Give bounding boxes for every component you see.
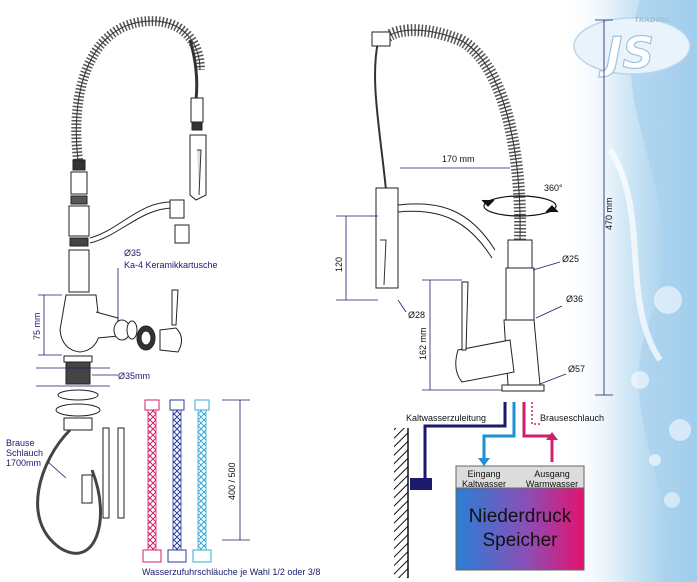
hose-length-label: 1700mm	[6, 458, 41, 468]
outlet-label-2: Warmwasser	[526, 479, 578, 489]
base-diameter-label: Ø35mm	[118, 371, 150, 381]
diameter-28-label: Ø28	[408, 310, 425, 320]
outlet-label-1: Ausgang	[534, 469, 570, 479]
supply-hose-caption: Wasserzufuhrschläuche je Wahl 1/2 oder 3…	[142, 567, 320, 577]
diameter-57-label: Ø57	[568, 364, 585, 374]
supply-hose-length-label: 400 / 500	[227, 462, 237, 500]
hose-label-line-2: Schlauch	[6, 448, 43, 458]
cartridge-type-label: Ka-4 Keramikkartusche	[124, 260, 218, 270]
cartridge-diameter-label: Ø35	[124, 248, 141, 258]
height-120-label: 120	[334, 257, 344, 272]
supply-hose-pink	[147, 409, 157, 551]
cold-feed-label: Kaltwasserzuleitung	[406, 413, 486, 423]
supply-hose-cyan	[197, 409, 207, 551]
storage-title-line-2: Speicher	[483, 530, 559, 551]
width-170-label: 170 mm	[442, 154, 475, 164]
logo-small-text: TRADING	[634, 16, 670, 24]
logo-big-text: JS	[598, 28, 654, 79]
inlet-label-1: Eingang	[467, 469, 500, 479]
supply-hoses	[142, 399, 212, 563]
right-assembled-faucet	[371, 24, 545, 392]
wall-hatching	[394, 428, 408, 578]
diameter-25-label: Ø25	[562, 254, 579, 264]
supply-hose-blue	[172, 409, 182, 551]
left-exploded-faucet	[36, 16, 207, 555]
spring-coil	[71, 16, 205, 161]
hose-label-line-1: Brause	[6, 438, 35, 448]
storage-title-line-1: Niederdruck	[469, 506, 572, 527]
diameter-36-label: Ø36	[566, 294, 583, 304]
storage-tank	[455, 487, 585, 571]
plumbing-schematic	[394, 402, 585, 578]
right-dimensions	[336, 19, 613, 396]
left-dimensions	[36, 268, 250, 541]
brand-logo: JS TRADING	[573, 16, 691, 80]
height-470-label: 470 mm	[604, 197, 614, 230]
rotation-arrow	[481, 195, 559, 217]
rotation-label: 360°	[544, 183, 563, 193]
height-75-label: 75 mm	[32, 312, 42, 340]
shower-hose-label: Brauseschlauch	[540, 413, 604, 423]
height-162-label: 162 mm	[418, 327, 428, 360]
inlet-label-2: Kaltwasser	[462, 479, 506, 489]
